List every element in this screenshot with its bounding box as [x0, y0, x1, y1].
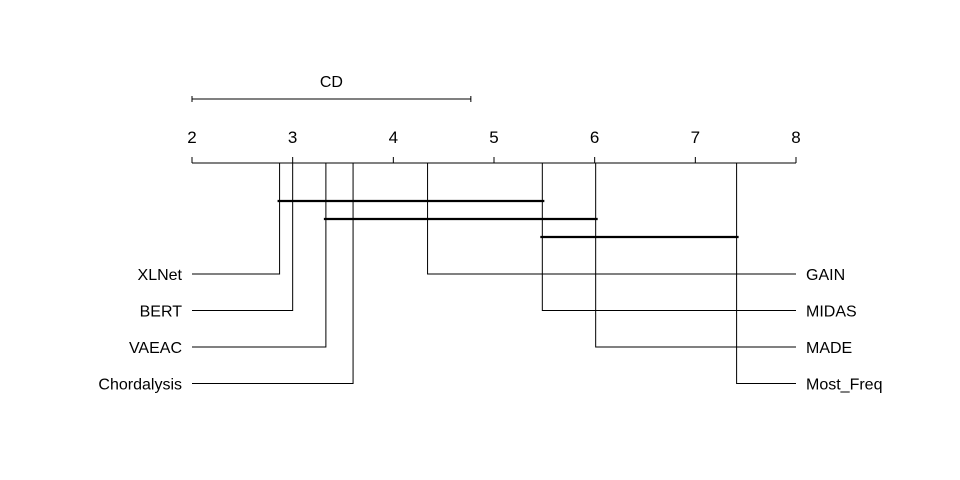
method-connector [541, 163, 796, 311]
method-connector [192, 163, 294, 311]
tick-label: 5 [489, 128, 498, 147]
rank-axis: 2 3 4 5 6 7 8 [187, 128, 801, 164]
method-connector [192, 163, 327, 348]
tick-label: 8 [791, 128, 800, 147]
method-label: XLNet [138, 267, 183, 284]
method-connector [736, 163, 796, 384]
method-connector [192, 163, 281, 275]
tick-label: 6 [590, 128, 599, 147]
clique-bars [277, 199, 739, 239]
method-label: Chordalysis [98, 377, 182, 394]
cd-label: CD [320, 74, 343, 91]
method-label: BERT [140, 304, 183, 321]
method-label: MIDAS [806, 304, 857, 321]
method-label: GAIN [806, 267, 845, 284]
critical-difference-bar: CD [191, 74, 472, 102]
tick-label: 3 [288, 128, 297, 147]
tick-label: 2 [187, 128, 196, 147]
tick-label: 4 [389, 128, 398, 147]
method-connector [427, 163, 796, 275]
method-connector [192, 163, 354, 384]
method-label: Most_Freq [806, 377, 882, 394]
method-label: MADE [806, 340, 852, 357]
method-connector [595, 163, 796, 348]
tick-label: 7 [691, 128, 700, 147]
method-label: VAEAC [129, 340, 182, 357]
